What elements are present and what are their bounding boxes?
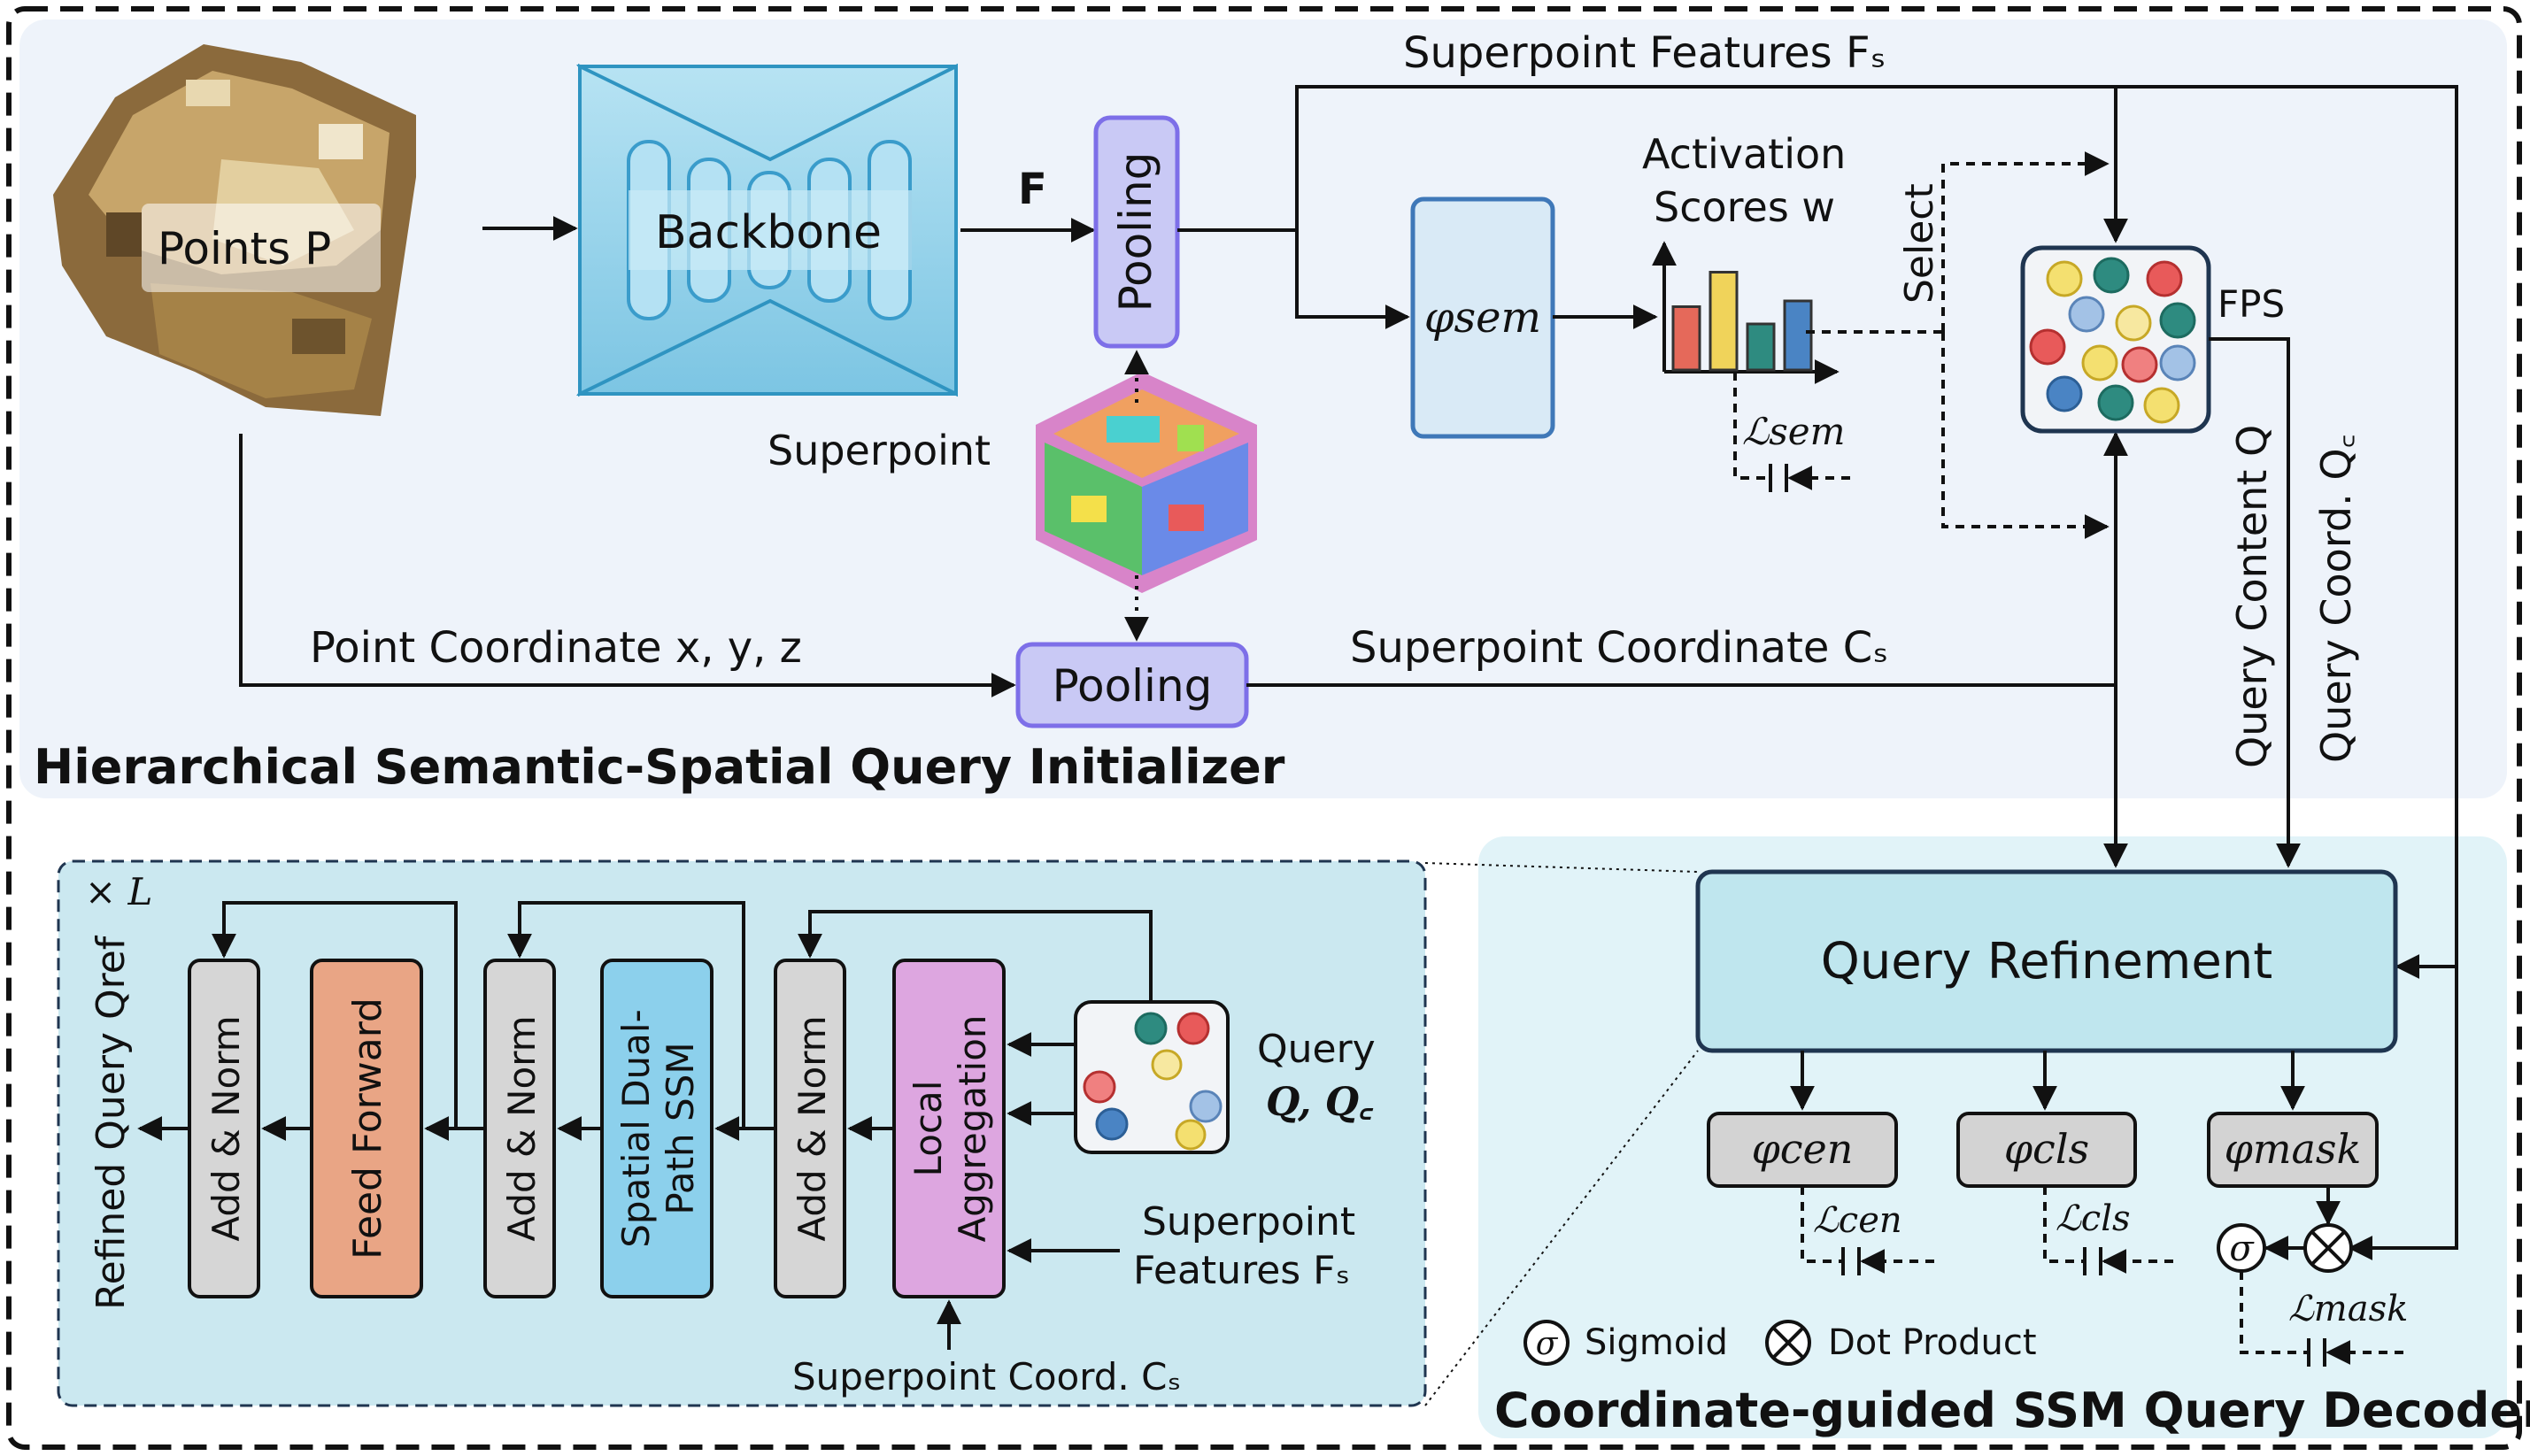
backbone-label: Backbone	[655, 206, 882, 259]
loss-cen-label: ℒcen	[1813, 1200, 1902, 1241]
loss-cls-capacitor	[2083, 1247, 2102, 1275]
svg-text:σ: σ	[1536, 1326, 1559, 1362]
local-aggregation-label-1: Local	[906, 1081, 950, 1177]
initializer-title: Hierarchical Semantic-Spatial Query Init…	[34, 739, 1285, 795]
legend-sigmoid-icon: σ	[1523, 1320, 1570, 1366]
loss-sem-label: ℒsem	[1742, 410, 1845, 453]
activation-label-1: Activation	[1642, 130, 1846, 178]
legend-dot-product-label: Dot Product	[1828, 1322, 2037, 1363]
arrow-features-to-mask	[2348, 967, 2458, 1260]
query-points	[1083, 1012, 1223, 1151]
activation-bar-2	[1709, 271, 1739, 372]
dashed-scores-to-loss	[1733, 372, 1770, 480]
pooling-top-label: Pooling	[1110, 152, 1161, 312]
loss-sem-capacitor	[1769, 464, 1788, 492]
activation-bar-3	[1746, 322, 1776, 372]
repeat-L-label: × L	[85, 870, 152, 913]
arrow-pooling-to-phisem	[1295, 230, 1410, 329]
svg-text:σ: σ	[2229, 1229, 2255, 1269]
loss-mask-capacitor	[2307, 1338, 2326, 1367]
local-aggregation-label-2: Aggregation	[951, 1014, 994, 1242]
loss-mask-label: ℒmask	[2288, 1289, 2408, 1329]
superpoint-coordinate-label: Superpoint Coordinate Cₛ	[1350, 623, 1888, 673]
phi-cls-label: φcls	[2004, 1125, 2089, 1173]
activation-label-2: Scores w	[1654, 183, 1835, 231]
feed-forward-label: Feed Forward	[345, 998, 390, 1260]
sigmoid-icon: σ	[2217, 1223, 2266, 1273]
decoder-title: Coordinate-guided SSM Query Decoder	[1494, 1383, 2530, 1438]
phi-mask-box	[2207, 1112, 2379, 1188]
point-coordinate-label: Point Coordinate x, y, z	[310, 623, 802, 673]
query-refinement-label: Query Refinement	[1821, 933, 2273, 990]
phi-cen-label: φcen	[1752, 1125, 1854, 1173]
query-content-label: Query Content Q	[2228, 425, 2276, 768]
feature-F-label: F	[1018, 165, 1047, 214]
arrow-fps-query-coord	[2209, 337, 2301, 868]
query-coord-label: Query Coord. Q꜀	[2312, 435, 2360, 764]
refined-query-label: Refined Query Qref	[89, 935, 134, 1310]
add-norm-label-3: Add & Norm	[791, 1015, 834, 1241]
fps-points	[2029, 257, 2196, 424]
points-label: Points P	[158, 223, 331, 274]
activation-bar-1	[1671, 305, 1701, 372]
loss-cls-label: ℒcls	[2056, 1198, 2131, 1239]
activation-chart	[1652, 241, 1840, 384]
superpoint-cube-image	[1036, 372, 1257, 593]
ssm-label-2: Path SSM	[659, 1042, 702, 1214]
pooling-bottom-label: Pooling	[1053, 660, 1213, 712]
ssm-label-1: Spatial Dual-	[614, 1009, 658, 1247]
sp-features-label-2: Features Fₛ	[1133, 1248, 1350, 1293]
query-label-1: Query	[1257, 1027, 1376, 1072]
arrow-superpoint-features	[1177, 85, 2458, 979]
dot-product-icon	[2303, 1223, 2353, 1273]
sp-coord-label: Superpoint Coord. Cₛ	[792, 1355, 1181, 1398]
legend-sigmoid-label: Sigmoid	[1585, 1322, 1728, 1363]
arrow-point-coordinate	[239, 434, 1016, 697]
sp-features-label-1: Superpoint	[1142, 1199, 1355, 1244]
point-cloud-image	[53, 44, 416, 416]
phi-mask-label: φmask	[2225, 1125, 2362, 1173]
loss-cen-capacitor	[1841, 1247, 1861, 1275]
select-label: Select	[1897, 183, 1942, 304]
legend-dot-product-icon	[1765, 1320, 1811, 1366]
add-norm-label-1: Add & Norm	[204, 1015, 248, 1241]
fps-label: FPS	[2218, 282, 2285, 326]
phi-sem-label: φsem	[1424, 293, 1541, 343]
add-norm-label-2: Add & Norm	[500, 1015, 544, 1241]
outer-frame	[6, 6, 2522, 1450]
superpoint-label: Superpoint	[767, 427, 991, 474]
query-label-2: Q, Q꜀	[1266, 1080, 1374, 1125]
superpoint-features-label: Superpoint Features Fₛ	[1403, 28, 1886, 78]
activation-bar-4	[1783, 299, 1813, 372]
